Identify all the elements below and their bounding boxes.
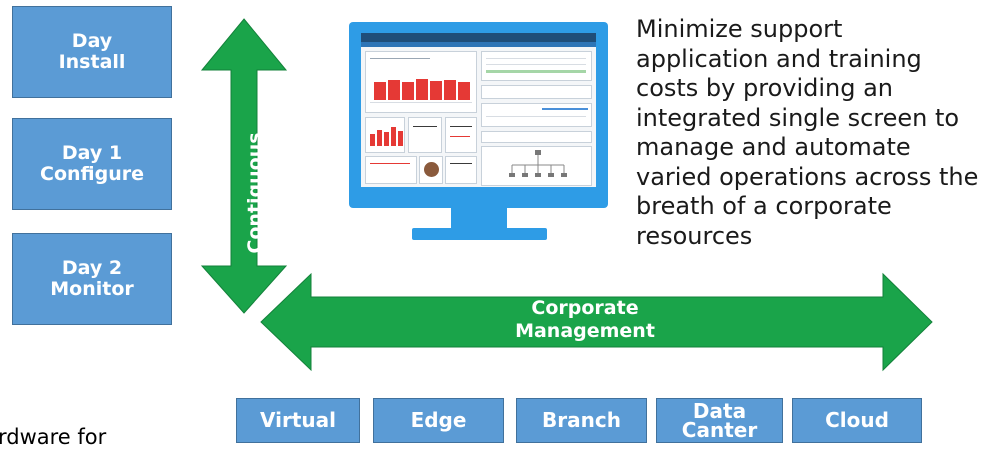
screen-panel-table <box>481 51 592 81</box>
day-install-box: Day Install <box>12 6 172 98</box>
description-text: Minimize support application and trainin… <box>636 15 979 250</box>
contiguous-label-line2: Management <box>265 123 287 263</box>
screen-panel-tasks <box>481 103 592 127</box>
corporate-label-line2: Management <box>515 320 655 342</box>
location-edge-box: Edge <box>373 398 504 443</box>
screen-panel-traffic <box>365 51 477 113</box>
screen-panel-alerts <box>365 117 405 153</box>
dashboard-screenshot-icon <box>361 33 596 187</box>
screen-panel-topology <box>481 146 592 186</box>
topology-diagram <box>509 150 567 177</box>
corporate-management-label: Corporate Management <box>470 297 700 343</box>
screen-nav-bar <box>361 33 596 42</box>
contiguous-label-line1: Contiguous <box>244 132 266 254</box>
screen-panel-avatar <box>419 156 443 184</box>
monitor-stand <box>412 228 547 240</box>
contiguous-management-label: Contiguous Management <box>241 98 291 288</box>
screen-panel-config <box>481 85 592 99</box>
screen-panel-status <box>408 117 442 153</box>
day1-configure-box: Day 1 Configure <box>12 118 172 210</box>
day2-monitor-box: Day 2 Monitor <box>12 233 172 325</box>
location-cloud-box: Cloud <box>792 398 922 443</box>
contiguous-management-arrow <box>200 18 288 314</box>
screen-panel-health <box>365 156 417 184</box>
screen-panel-log <box>481 131 592 143</box>
screen-panel-summary <box>445 156 477 184</box>
location-data-center-box: Data Canter <box>656 398 783 443</box>
corporate-label-line1: Corporate <box>531 297 639 319</box>
corporate-management-arrow <box>260 272 933 372</box>
screen-panel-devices <box>445 117 477 153</box>
monitor-neck <box>451 208 507 230</box>
screen-tab-bar <box>361 42 596 47</box>
location-branch-box: Branch <box>516 398 647 443</box>
cut-off-text: rdware for <box>0 425 107 449</box>
location-virtual-box: Virtual <box>236 398 360 443</box>
